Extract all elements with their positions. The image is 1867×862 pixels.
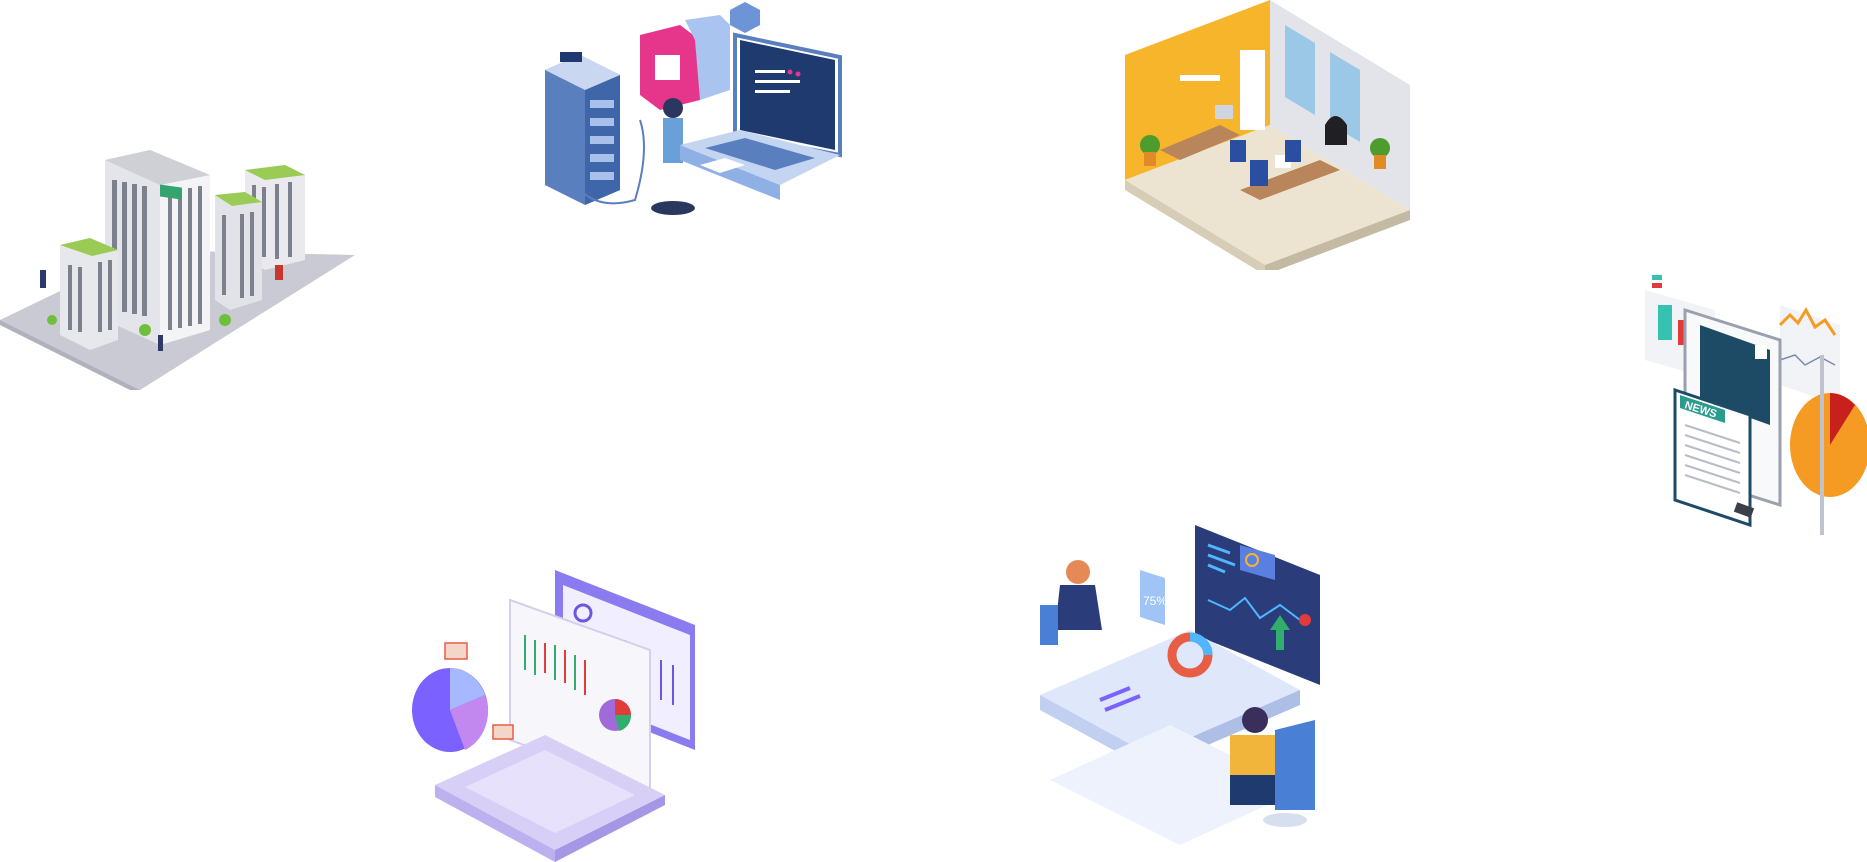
server-laptop-technician-icon [540, 0, 880, 235]
business-meeting-dashboard-icon: 75% [1030, 520, 1330, 860]
isometric-city-buildings-icon [0, 140, 355, 390]
percent-label: 75% [1143, 594, 1167, 608]
news-report-charts-icon: NEWS [1640, 265, 1867, 565]
isometric-office-room-icon [1120, 0, 1420, 270]
laptop-analytics-dashboard-icon [405, 565, 705, 862]
